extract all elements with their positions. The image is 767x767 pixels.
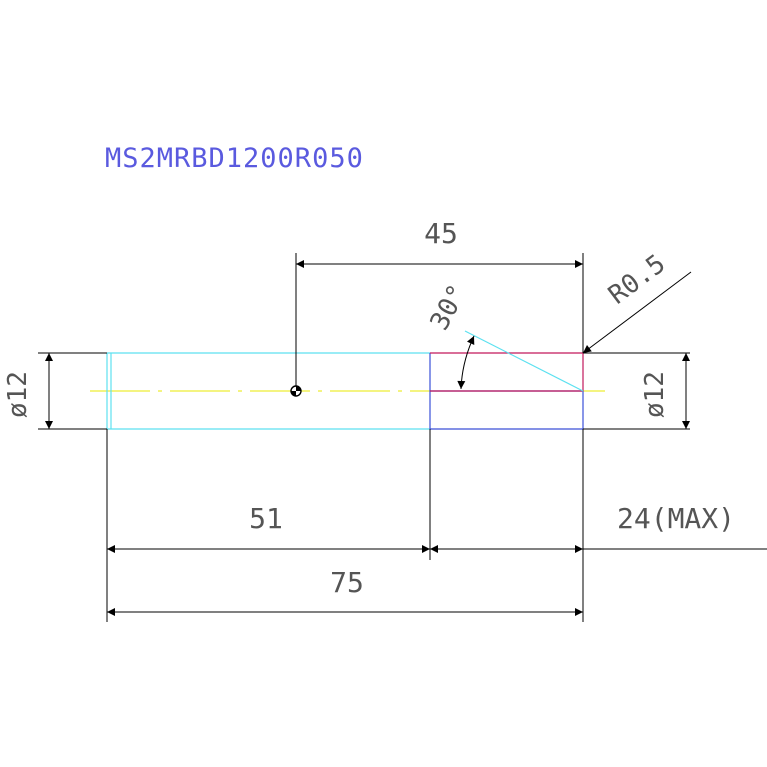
part-number-title: MS2MRBD1200R050 [105, 143, 364, 174]
dimension-24max-label: 24(MAX) [617, 502, 735, 535]
angle-arc [457, 335, 475, 390]
left-diameter-dimension [38, 352, 107, 430]
shank-body [106, 352, 430, 430]
radius-leader [582, 271, 692, 354]
right-diameter-dimension [583, 352, 690, 430]
radius-label: R0.5 [603, 249, 671, 311]
left-diameter-label: ø12 [3, 371, 33, 418]
dimension-45-label: 45 [424, 217, 458, 250]
dimension-51-label: 51 [249, 502, 283, 535]
right-diameter-label: ø12 [640, 371, 670, 418]
tip-outline [430, 352, 584, 392]
dimension-45 [295, 253, 584, 386]
dimension-75-label: 75 [330, 566, 364, 599]
dimension-51-24 [106, 429, 767, 622]
angle-label: 30° [425, 280, 474, 336]
cutting-edge-line [464, 330, 584, 392]
datum-marker [290, 385, 302, 397]
